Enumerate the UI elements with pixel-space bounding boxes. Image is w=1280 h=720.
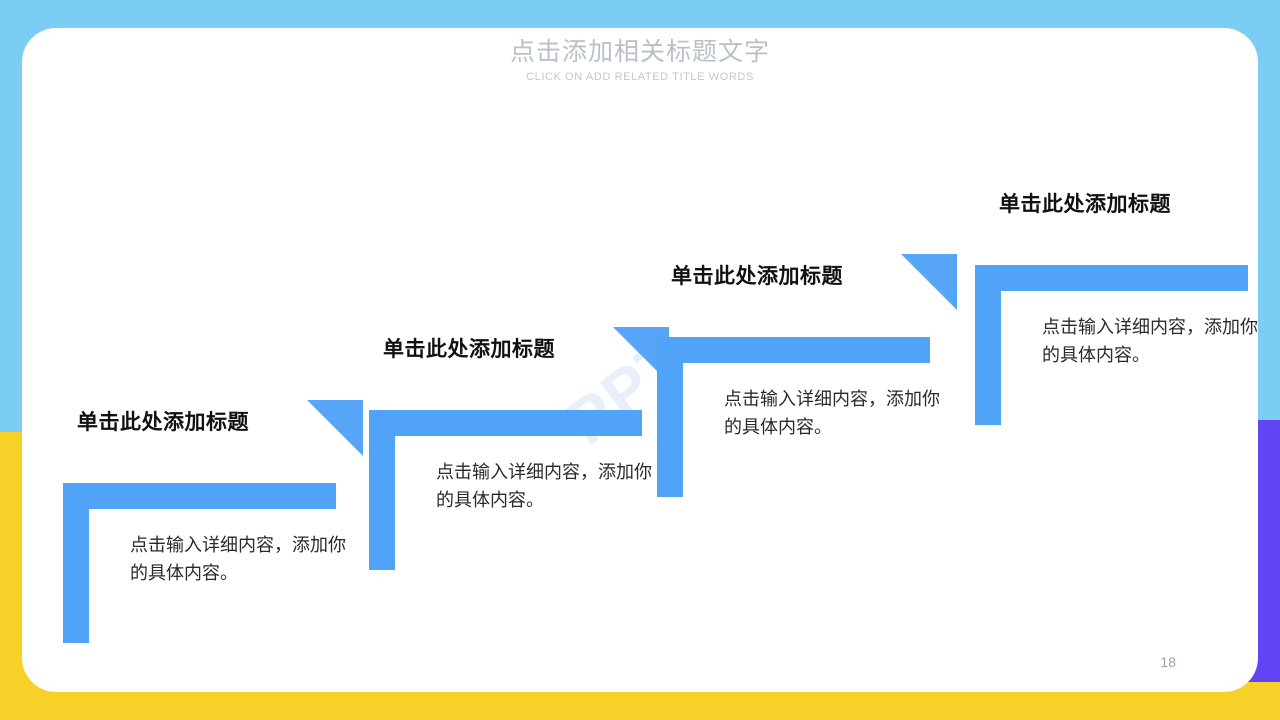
step-bracket-left-4 — [975, 265, 1001, 425]
page-title: 点击添加相关标题文字 — [509, 38, 770, 66]
slide-heading: 点击添加相关标题文字 CLICK ON ADD RELATED TITLE WO… — [22, 36, 1258, 85]
step-bracket-top-3 — [657, 337, 930, 363]
step-triangle-icon-1 — [307, 400, 363, 456]
step-bracket-top-1 — [63, 483, 336, 509]
step-title-2: 单击此处添加标题 — [383, 338, 555, 361]
step-triangle-icon-3 — [901, 254, 957, 310]
step-body-2: 点击输入详细内容，添加你的具体内容。 — [436, 462, 652, 510]
step-body-4: 点击输入详细内容，添加你的具体内容。 — [1042, 317, 1258, 365]
step-bracket-left-1 — [63, 483, 89, 643]
page-subtitle: CLICK ON ADD RELATED TITLE WORDS — [526, 71, 754, 83]
step-title-4: 单击此处添加标题 — [999, 193, 1171, 216]
step-body-3: 点击输入详细内容，添加你的具体内容。 — [724, 389, 940, 437]
page-number: 18 — [1160, 654, 1176, 670]
step-bracket-top-4 — [975, 265, 1248, 291]
slide-content-card: 点击添加相关标题文字 CLICK ON ADD RELATED TITLE WO… — [22, 28, 1258, 692]
step-title-1: 单击此处添加标题 — [77, 411, 249, 434]
step-bracket-top-2 — [369, 410, 642, 436]
step-bracket-left-2 — [369, 410, 395, 570]
step-body-1: 点击输入详细内容，添加你的具体内容。 — [130, 535, 346, 583]
step-title-3: 单击此处添加标题 — [671, 265, 843, 288]
step-bracket-left-3 — [657, 337, 683, 497]
